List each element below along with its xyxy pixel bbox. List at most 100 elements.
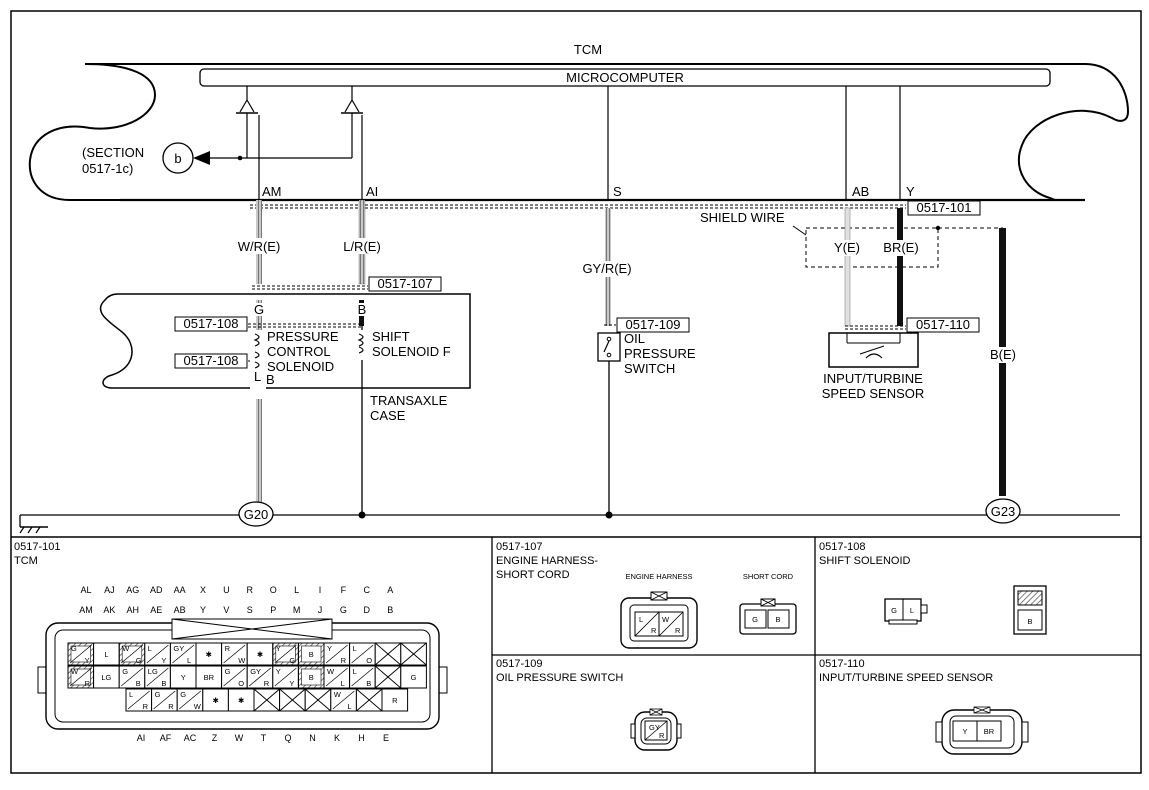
tcm-row1-label: AL: [80, 585, 91, 595]
tcm-bottom-label: Q: [284, 733, 291, 743]
c107-pin-r-right: R: [675, 626, 681, 635]
shift-f-coil: [357, 333, 364, 354]
tcm-pin: GB: [118, 665, 146, 689]
terminal-s: S: [613, 184, 622, 199]
tcm-bottom-label: AC: [184, 733, 197, 743]
terminal-am: AM: [262, 184, 282, 199]
tcm-pin-color-top: L: [129, 690, 133, 699]
tcm-pin: BR: [195, 665, 223, 689]
tcm-pin: YG: [272, 642, 299, 666]
oil-switch-text-3: SWITCH: [624, 361, 675, 376]
wire-gyr-label: GY/R(E): [582, 261, 631, 276]
c108-pin-l: L: [910, 606, 914, 615]
tcm-pin-color: ✱: [206, 650, 213, 659]
tcm-pin-color-top: G: [155, 690, 161, 699]
tcm-pin-color-top: R: [225, 644, 231, 653]
tcm-pin-color-top: Y: [327, 644, 332, 653]
tcm-pin: [400, 642, 427, 666]
tcm-bottom-label: E: [383, 733, 389, 743]
panel-108-title: SHIFT SOLENOID: [819, 555, 911, 567]
tcm-row1-label: AJ: [104, 585, 115, 595]
tcm-pin-color-bottom: R: [85, 679, 91, 688]
tcm-pin: YY: [272, 665, 299, 689]
tcm-pin-color-bottom: B: [366, 679, 371, 688]
code-box-101: [907, 200, 981, 216]
tcm-row2-label: AB: [174, 605, 186, 615]
c107-short-pin-b: B: [775, 615, 780, 624]
tcm-row1-label: L: [294, 585, 299, 595]
code-box-110: [906, 317, 980, 333]
tcm-row2-label: M: [293, 605, 301, 615]
connector-107-short: G B: [739, 598, 797, 635]
section-arrow: [193, 151, 210, 165]
panel-107-sub-short: SHORT CORD: [743, 572, 794, 581]
c108-pin-g: G: [891, 606, 897, 615]
transaxle-text-2: CASE: [370, 408, 406, 423]
tcm-pin-color-bottom: L: [187, 656, 191, 665]
transistor-am: [236, 86, 260, 200]
connector-107-engine: L R W R: [620, 591, 698, 649]
sensor-symbol: [865, 353, 883, 359]
tcm-row2-label: AE: [150, 605, 162, 615]
tcm-pin-color-bottom: G: [136, 656, 142, 665]
tcm-pin-color: B: [309, 650, 314, 659]
tcm-pin-color-top: W: [334, 690, 342, 699]
tcm-pin-color-top: W: [327, 667, 335, 676]
section-ref-letter: b: [174, 151, 181, 166]
transaxle-text-1: TRANSAXLE: [370, 393, 448, 408]
panel-110-title: INPUT/TURBINE SPEED SENSOR: [819, 672, 993, 684]
tcm-pin-color: LG: [101, 673, 111, 682]
tcm-pin-color-bottom: O: [366, 656, 372, 665]
c110-pin-br: BR: [984, 727, 995, 736]
tcm-pin: LGB: [144, 665, 171, 689]
tcm-pin-color-bottom: L: [341, 679, 345, 688]
code-box-109: [616, 317, 690, 333]
wire-wr-label: W/R(E): [238, 239, 281, 254]
tcm-pin-color-top: Y: [276, 644, 281, 653]
pin-l: L: [254, 369, 261, 384]
tcm-row1-label: A: [387, 585, 393, 595]
c108-pin-b: B: [1027, 617, 1032, 626]
tcm-pin-color-bottom: B: [161, 679, 166, 688]
tcm-pin: G: [400, 665, 427, 689]
tcm-pin-color-top: G: [71, 644, 77, 653]
tcm-row2-label: P: [270, 605, 276, 615]
tcm-pin-color-bottom: Y: [161, 656, 166, 665]
wire-lr-label: L/R(E): [343, 239, 381, 254]
tcm-pin-color-bottom: B: [136, 679, 141, 688]
transistor-ai: [341, 86, 363, 200]
shift-f-text-2: SOLENOID F: [372, 344, 451, 359]
panel-107-title-2: SHORT CORD: [496, 569, 570, 581]
tcm-row1-label: AD: [150, 585, 163, 595]
tcm-pin: [374, 642, 402, 666]
wire-ye: [844, 207, 851, 327]
tcm-pin: WL: [323, 665, 351, 689]
connector-108-shift: B: [1013, 585, 1047, 635]
tcm-row2-label: S: [247, 605, 253, 615]
tcm-row1-label: AA: [174, 585, 186, 595]
terminal-y: Y: [906, 184, 915, 199]
tcm-pin-color: R: [392, 696, 398, 705]
tcm-pin: B: [297, 642, 325, 666]
shift-f-text-1: SHIFT: [372, 329, 410, 344]
tcm-label: TCM: [574, 42, 602, 57]
tcm-bottom-label: W: [235, 733, 244, 743]
connector-109: GY R: [630, 708, 682, 751]
code-box-107: [368, 276, 442, 292]
tcm-row2-label: J: [318, 605, 323, 615]
tcm-pin-color-bottom: W: [238, 656, 246, 665]
tcm-pin: WG: [118, 642, 146, 666]
tcm-row1-label: R: [247, 585, 254, 595]
tcm-pin-color-top: GY: [250, 667, 261, 676]
code-109: 0517-109: [626, 317, 681, 332]
tcm-pin-color-top: G: [180, 690, 186, 699]
pin-b-bottom: B: [266, 372, 275, 387]
wire-wr-lower: [256, 300, 262, 512]
tcm-pin: ✱: [246, 642, 274, 666]
wire-bre-label: BR(E): [883, 240, 918, 255]
tcm-pin-color-bottom: Y: [85, 656, 90, 665]
tcm-pin-color-top: W: [71, 667, 79, 676]
panel-108-code: 0517-108: [819, 541, 866, 553]
tcm-bottom-label: N: [309, 733, 316, 743]
